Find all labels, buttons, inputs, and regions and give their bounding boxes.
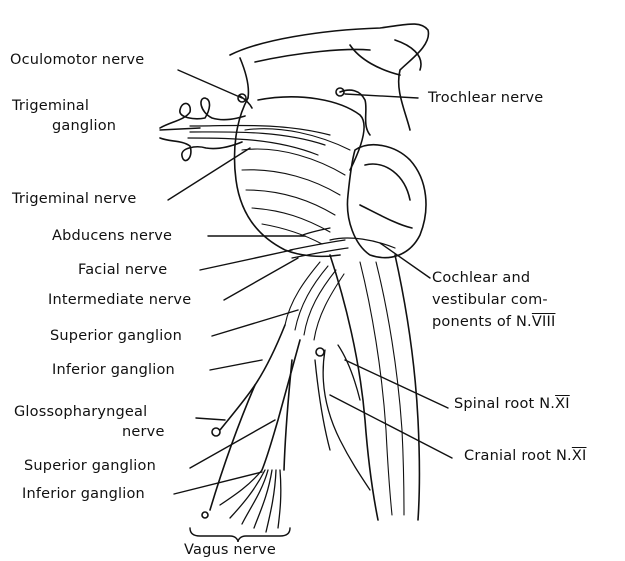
abducens-root (300, 228, 330, 236)
spinal-root-text: Spinal root N. (454, 396, 555, 412)
cerebellar-peduncle (347, 145, 426, 258)
medulla-mid (360, 262, 392, 515)
label-vagus-nerve: Vagus nerve (184, 542, 276, 558)
label-abducens-nerve: Abducens nerve (52, 228, 172, 244)
medulla-mid2 (376, 262, 404, 515)
vagus-branches (220, 470, 281, 532)
label-trigeminal-ganglion-line2: ganglion (52, 118, 116, 134)
glosso-rootlets (285, 262, 344, 340)
label-cochlear-vestibular-line3: ponents of N.VIII (432, 314, 555, 330)
vagus-outer (210, 360, 292, 510)
vagus-end-1 (202, 512, 208, 518)
leader-trigeminal-ganglion (160, 128, 200, 130)
accessory-cranial-root (323, 350, 370, 490)
leader-oculomotor (178, 70, 242, 98)
label-cochlear-vestibular-line2: vestibular com- (432, 292, 548, 308)
leader-facial (200, 250, 292, 270)
leader-intermediate (224, 258, 298, 300)
label-spinal-root: Spinal root N.XI (454, 396, 570, 412)
trigeminal-nerve-bundle (188, 125, 330, 155)
leader-inferior-ganglion-glosso (210, 360, 262, 370)
midbrain-outline (230, 24, 428, 130)
label-trochlear-nerve: Trochlear nerve (428, 90, 543, 106)
cochlear-vestibular-text: ponents of N. (432, 314, 532, 330)
label-intermediate-nerve: Intermediate nerve (48, 292, 191, 308)
label-oculomotor-nerve: Oculomotor nerve (10, 52, 144, 68)
label-glossopharyngeal-line1: Glossopharyngeal (14, 404, 147, 420)
accessory-root-cut (316, 348, 324, 356)
label-trigeminal-ganglion-line1: Trigeminal (12, 98, 89, 114)
upper-curve (350, 40, 421, 75)
medulla-left (330, 255, 378, 520)
label-glossopharyngeal-line2: nerve (122, 424, 165, 440)
spinal-root-numeral: XI (555, 396, 570, 412)
leader-cranial-root (330, 395, 452, 458)
label-facial-nerve: Facial nerve (78, 262, 167, 278)
leader-superior-ganglion-vagus (190, 420, 275, 468)
label-superior-ganglion-vagus: Superior ganglion (24, 458, 156, 474)
leader-glossopharyngeal (196, 418, 225, 420)
glosso-end (212, 428, 220, 436)
pons-outline (235, 98, 341, 256)
cranial-root-numeral: XI (572, 448, 587, 464)
label-cranial-root: Cranial root N.XI (464, 448, 586, 464)
label-inferior-ganglion-vagus: Inferior ganglion (22, 486, 145, 502)
leader-cochlear (380, 243, 430, 278)
glossopharyngeal-nerve (220, 325, 285, 430)
cranial-root-text: Cranial root N. (464, 448, 572, 464)
trigeminal-ganglion-lower (160, 138, 242, 161)
trigeminal-ganglion-shape (160, 98, 245, 128)
peduncle-cut (360, 164, 412, 228)
label-superior-ganglion-glosso: Superior ganglion (50, 328, 182, 344)
label-inferior-ganglion-glosso: Inferior ganglion (52, 362, 175, 378)
cochlear-vestibular-numeral: VIII (532, 314, 556, 330)
label-cochlear-vestibular-line1: Cochlear and (432, 270, 530, 286)
leader-trochlear (345, 94, 418, 98)
vagus-bracket (190, 528, 290, 542)
pons-fibers (242, 129, 350, 244)
vagus-trunk (262, 340, 300, 470)
label-trigeminal-nerve: Trigeminal nerve (12, 191, 136, 207)
